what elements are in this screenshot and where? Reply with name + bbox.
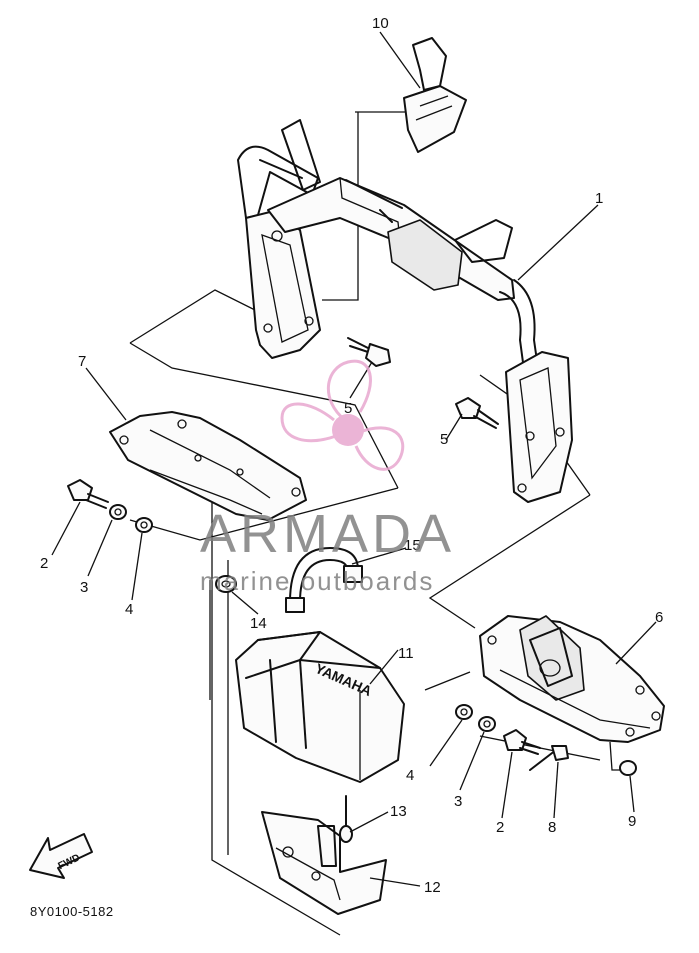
callout-3-left: 3 [80, 579, 88, 596]
part-5-bolt-upper [347, 337, 391, 367]
callouts: 10 1 7 5 5 2 3 4 15 14 11 6 4 3 2 8 9 13… [40, 15, 663, 896]
callout-8: 8 [548, 819, 556, 836]
callout-2-right: 2 [496, 819, 504, 836]
part-2-bolt-right [503, 729, 541, 755]
part-14-grommet [215, 575, 237, 593]
callout-4-right: 4 [406, 767, 414, 784]
part-2-bolt-left [67, 479, 109, 509]
callout-6: 6 [655, 609, 663, 626]
callout-11: 11 [398, 645, 414, 662]
fwd-arrow: FWD [29, 833, 93, 879]
part-3-washer-left [109, 504, 127, 520]
part-5-bolt-lower [455, 397, 499, 429]
part-11-case: YAMAHA [235, 631, 405, 783]
watermark-brand: ARMADA [200, 504, 455, 564]
leader-lines [51, 31, 657, 887]
part-15-strap [285, 547, 363, 613]
part-10-bracket-clip [403, 37, 467, 153]
watermark: ARMADA marine outboards [200, 359, 455, 596]
part-1-main-frame [237, 119, 573, 503]
callout-4-left: 4 [125, 601, 133, 618]
callout-12: 12 [424, 879, 441, 896]
callout-10: 10 [372, 15, 389, 32]
callout-3-right: 3 [454, 793, 462, 810]
callout-2-left: 2 [40, 555, 48, 572]
callout-9: 9 [628, 813, 636, 830]
watermark-tagline: marine outboards [200, 566, 434, 596]
part-4-washer-right [455, 704, 473, 720]
part-13-pin [339, 795, 353, 843]
callout-1: 1 [595, 190, 603, 207]
callout-14: 14 [250, 615, 267, 632]
callout-5-upper: 5 [344, 400, 352, 417]
part-4-washer-left [135, 517, 153, 533]
part-6-right-base [479, 615, 665, 743]
part-3-washer-right [478, 716, 496, 732]
part-12-tray [261, 811, 387, 915]
diagram-code: 8Y0100-5182 [30, 904, 114, 919]
callout-5-lower: 5 [440, 431, 448, 448]
part-7-base-plate [109, 411, 307, 521]
callout-7: 7 [78, 353, 86, 370]
callout-13: 13 [390, 803, 407, 820]
propeller-logo-icon [280, 359, 405, 471]
part-9-nut [619, 760, 637, 776]
callout-15: 15 [404, 537, 421, 554]
part-8-screw [529, 745, 569, 771]
